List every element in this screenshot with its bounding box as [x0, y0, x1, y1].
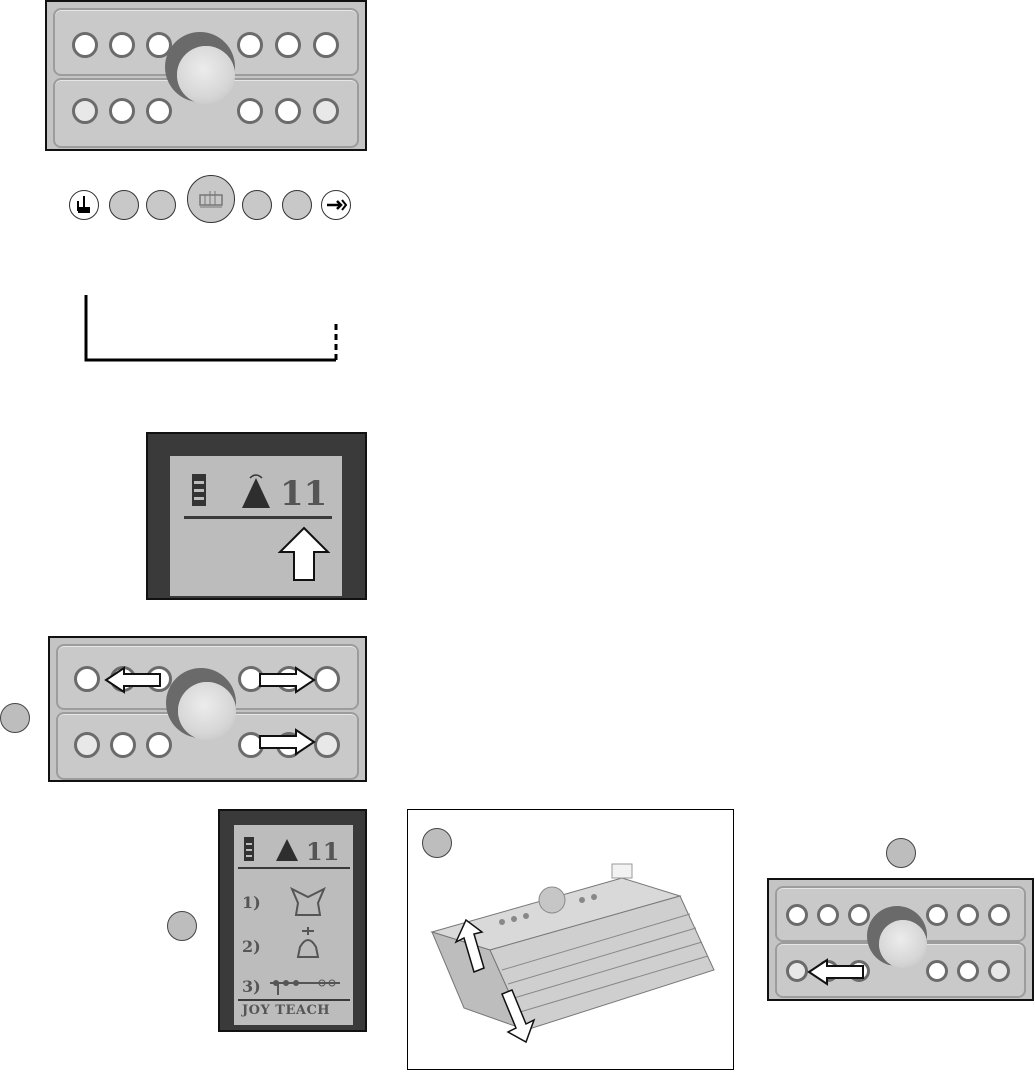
- key-symbol-2: [109, 190, 139, 220]
- key-9[interactable]: [146, 98, 172, 124]
- key-1[interactable]: [72, 32, 98, 58]
- hand-key[interactable]: [72, 98, 98, 124]
- keypad-panel-arrows: [48, 636, 367, 782]
- display-screen-1: 11: [146, 432, 367, 600]
- joystick[interactable]: [178, 682, 236, 740]
- arrow-right-icon: [321, 190, 351, 220]
- key-4[interactable]: [237, 32, 263, 58]
- key-11[interactable]: [275, 98, 301, 124]
- reference-circle-1: [0, 703, 30, 733]
- menu-item-1-number: 1): [242, 893, 261, 912]
- key-9[interactable]: [146, 732, 172, 758]
- key-8[interactable]: [110, 732, 136, 758]
- display-screen-2: 11 1) 2) 3) JOY TEACH: [218, 809, 367, 1032]
- arrow-right-icon: [256, 666, 316, 694]
- key-6[interactable]: [988, 904, 1010, 926]
- reference-circle-4: [886, 838, 916, 868]
- key-11[interactable]: [957, 960, 979, 982]
- key-symbol-5: [242, 190, 272, 220]
- status-divider: [184, 516, 332, 519]
- arrow-right-icon: [256, 728, 316, 756]
- status-divider: [238, 867, 350, 869]
- arrow-left-icon: [104, 666, 164, 694]
- signal-value: 11: [306, 837, 339, 866]
- menu-item-2-number: 2): [242, 937, 261, 956]
- key-2[interactable]: [109, 32, 135, 58]
- key-10[interactable]: [926, 960, 948, 982]
- key-5[interactable]: [275, 32, 301, 58]
- menu-item-3-icon: [266, 975, 344, 997]
- arrow-up-icon: [276, 526, 332, 582]
- signal-value: 11: [280, 474, 327, 514]
- joystick[interactable]: [879, 920, 927, 968]
- enter-key[interactable]: [988, 960, 1010, 982]
- hand-icon: [69, 190, 99, 220]
- antenna-icon: [272, 835, 302, 863]
- key-3[interactable]: [848, 904, 870, 926]
- footer-divider: [238, 999, 350, 1001]
- keypad-panel-right: [767, 878, 1034, 1001]
- battery-icon: [244, 837, 254, 861]
- hand-key[interactable]: [74, 732, 100, 758]
- enter-key[interactable]: [314, 732, 340, 758]
- key-6[interactable]: [314, 666, 340, 692]
- key-symbol-6: [282, 190, 312, 220]
- key-6[interactable]: [313, 32, 339, 58]
- key-2[interactable]: [817, 904, 839, 926]
- antenna-icon: [236, 472, 276, 510]
- reference-circle-2: [167, 911, 197, 941]
- key-3[interactable]: [146, 32, 172, 58]
- battery-icon: [192, 474, 206, 506]
- menu-item-1-icon: [286, 881, 330, 921]
- arrow-left-icon: [807, 958, 867, 986]
- key-5[interactable]: [957, 904, 979, 926]
- hand-key[interactable]: [786, 960, 808, 982]
- menu-item-3-number: 3): [242, 977, 261, 996]
- device-illustration-frame: [407, 809, 734, 1070]
- joystick[interactable]: [177, 46, 235, 104]
- key-4[interactable]: [926, 904, 948, 926]
- keypad-panel-top: [45, 0, 367, 151]
- key-symbol-3: [146, 190, 176, 220]
- key-8[interactable]: [109, 98, 135, 124]
- menu-item-2-icon: [288, 925, 328, 963]
- key-1[interactable]: [74, 666, 100, 692]
- enter-key[interactable]: [313, 98, 339, 124]
- display-footer: JOY TEACH: [242, 1003, 330, 1018]
- key-10[interactable]: [237, 98, 263, 124]
- abb-logo-icon: [187, 175, 235, 223]
- bracket-line: [80, 290, 350, 370]
- teach-pendant-device: [422, 820, 722, 1060]
- key-1[interactable]: [786, 904, 808, 926]
